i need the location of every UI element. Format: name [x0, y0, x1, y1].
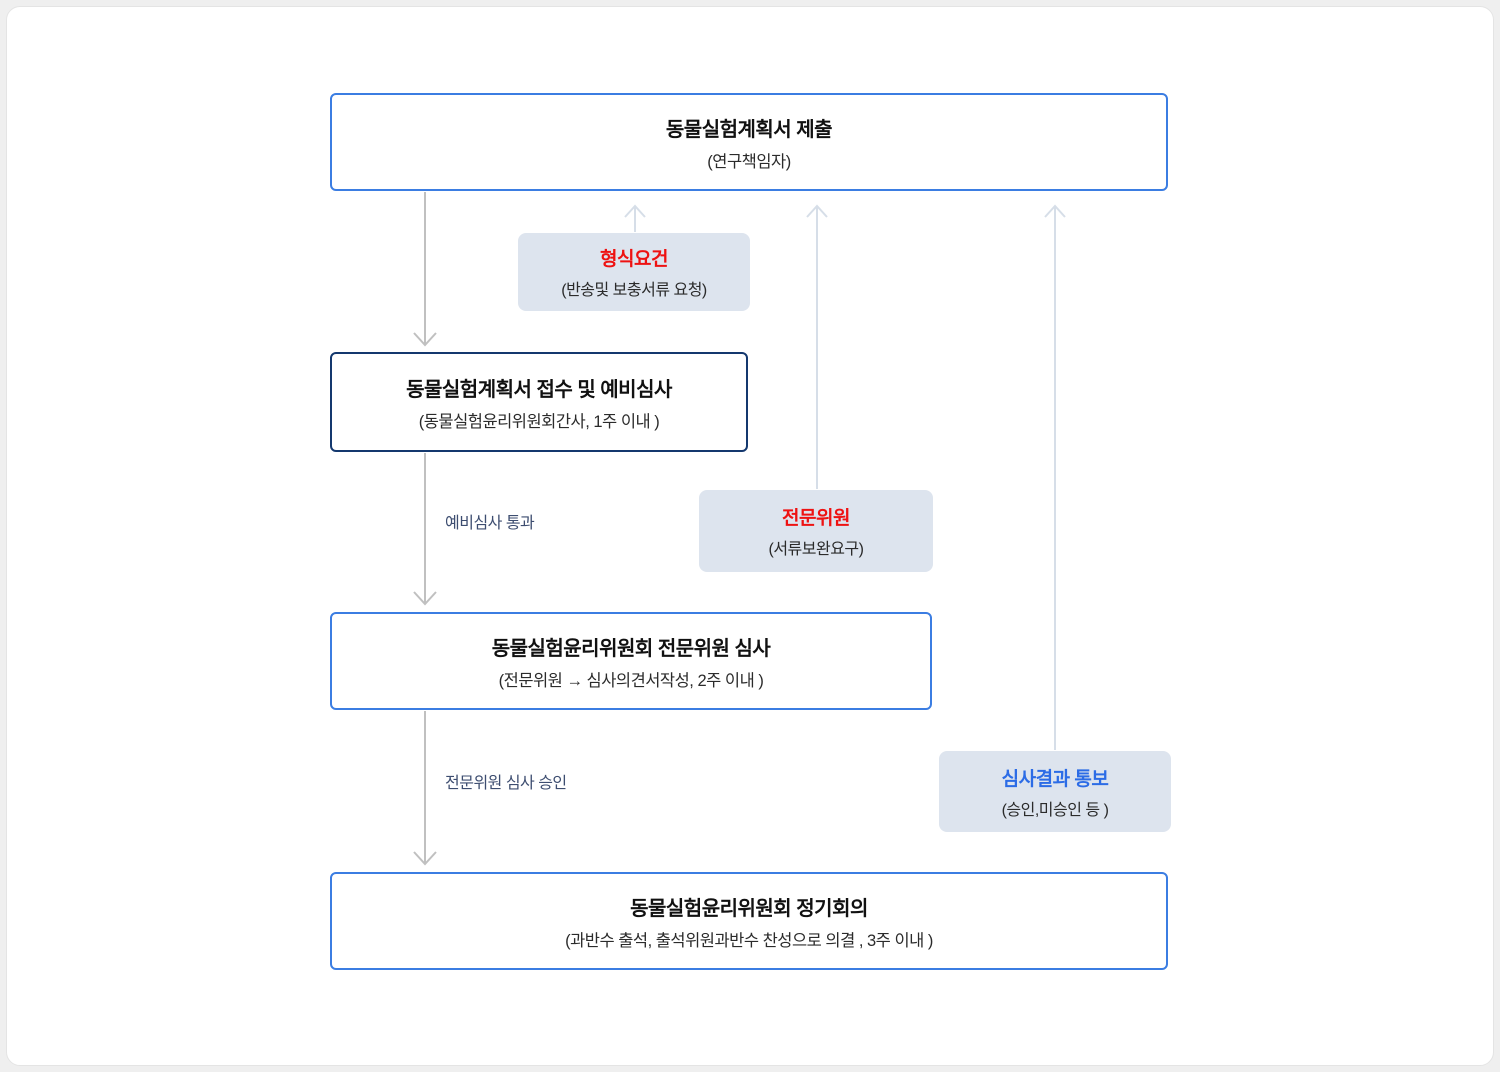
flow-step-receipt-title: 동물실험계획서 접수 및 예비심사 — [406, 378, 672, 401]
flow-step-submit-title: 동물실험계획서 제출 — [665, 118, 833, 141]
callout-expert-member-subtitle: (서류보완요구) — [768, 541, 864, 558]
callout-format-requirements-subtitle: (반송및 보충서류 요청) — [561, 282, 707, 299]
flow-step-regular-meeting-title: 동물실험윤리위원회 정기회의 — [630, 897, 868, 920]
callout-result-notification-title: 심사결과 통보 — [1001, 768, 1109, 790]
flow-step-submit: 동물실험계획서 제출 (연구책임자) — [330, 93, 1168, 191]
edge-label-expert-approval: 전문위원 심사 승인 — [445, 775, 567, 792]
flow-step-receipt-subtitle: (동물실험윤리위원회간사, 1주 이내 ) — [418, 412, 660, 431]
flow-step-regular-meeting: 동물실험윤리위원회 정기회의 (과반수 출석, 출석위원과반수 찬성으로 의결 … — [330, 872, 1168, 970]
callout-result-notification-subtitle: (승인,미승인 등 ) — [1001, 801, 1109, 819]
arrow-submit-to-receipt — [413, 192, 437, 347]
flow-step-regular-meeting-subtitle: (과반수 출석, 출석위원과반수 찬성으로 의결 , 3주 이내 ) — [565, 931, 933, 950]
callout-expert-member-title: 전문위원 — [782, 508, 850, 529]
flow-step-expert-review: 동물실험윤리위원회 전문위원 심사 (전문위원 → 심사의견서작성, 2주 이내… — [330, 612, 932, 710]
arrow-expert-review-to-meeting — [413, 711, 437, 866]
flow-step-submit-subtitle: (연구책임자) — [707, 152, 791, 171]
flow-step-receipt-preliminary-review: 동물실험계획서 접수 및 예비심사 (동물실험윤리위원회간사, 1주 이내 ) — [330, 352, 748, 452]
arrow-receipt-to-expert-review — [413, 453, 437, 606]
flow-step-expert-review-title: 동물실험윤리위원회 전문위원 심사 — [491, 637, 771, 660]
callout-format-requirements-title: 형식요건 — [600, 249, 668, 270]
arrow-format-requirements-to-submit — [624, 204, 646, 232]
edge-label-preliminary-pass: 예비심사 통과 — [445, 515, 535, 532]
callout-format-requirements: 형식요건 (반송및 보충서류 요청) — [518, 233, 750, 311]
callout-expert-member: 전문위원 (서류보완요구) — [699, 490, 933, 572]
arrow-result-notification-to-submit — [1044, 204, 1066, 750]
arrow-expert-member-to-submit — [806, 204, 828, 489]
callout-result-notification: 심사결과 통보 (승인,미승인 등 ) — [939, 751, 1171, 832]
flow-step-expert-review-subtitle: (전문위원 → 심사의견서작성, 2주 이내 ) — [498, 671, 764, 690]
